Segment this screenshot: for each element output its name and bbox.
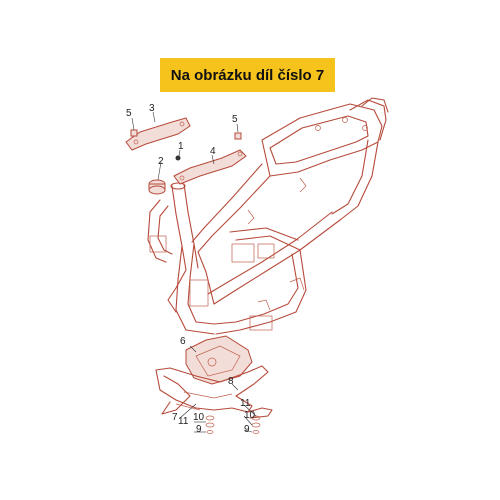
callout-4: 4 — [210, 146, 216, 157]
callout-11: 11 — [240, 398, 251, 409]
callout-9: 9 — [244, 424, 250, 435]
part-7-stand — [155, 365, 273, 419]
part-4-bracket — [173, 149, 247, 185]
part-6-plate — [185, 335, 253, 385]
callout-2: 2 — [158, 156, 164, 167]
callout-10: 10 — [193, 412, 205, 423]
part-2-bushing — [148, 179, 166, 195]
part-1-pin — [175, 155, 181, 161]
part-banner: Na obrázku díl číslo 7 — [160, 58, 335, 92]
callout-labels: 5 3 5 1 2 4 6 8 11 10 9 7 11 10 9 — [126, 103, 256, 435]
part-banner-title: Na obrázku díl číslo 7 — [170, 66, 325, 84]
callout-3: 3 — [149, 103, 155, 114]
callout-7: 7 — [172, 412, 178, 423]
part-5-screws — [130, 129, 242, 140]
callout-5: 5 — [232, 114, 238, 125]
callout-5: 5 — [126, 108, 132, 119]
part-3-bracket — [125, 117, 191, 151]
callout-10: 10 — [244, 410, 256, 421]
callout-9: 9 — [196, 424, 202, 435]
callout-11: 11 — [178, 416, 189, 427]
callout-1: 1 — [178, 141, 184, 152]
scooter-frame — [147, 97, 389, 335]
callout-leaders — [131, 111, 257, 433]
callout-8: 8 — [228, 376, 234, 387]
callout-6: 6 — [180, 336, 186, 347]
